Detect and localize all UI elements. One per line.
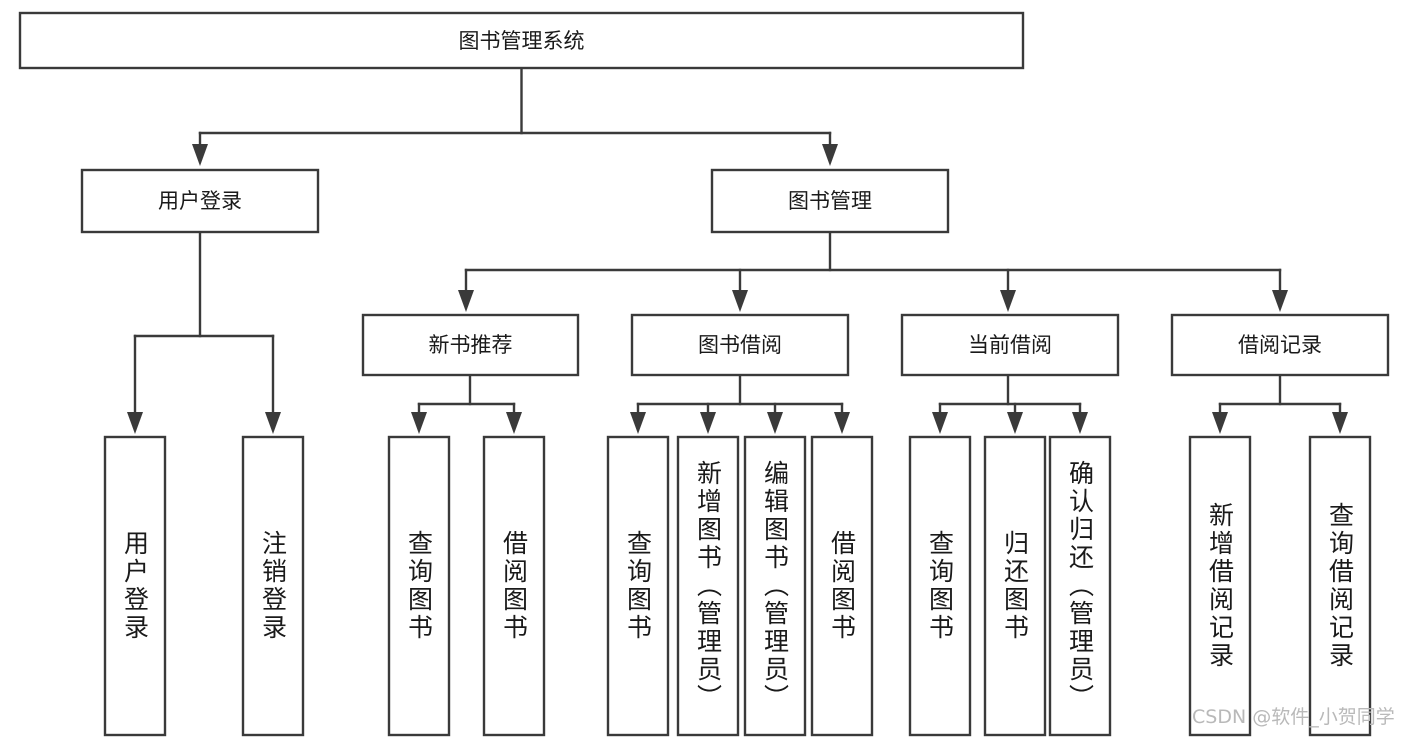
arrowhead-leaf-add-record <box>1212 412 1228 434</box>
node-user-login[interactable]: 用户登录 <box>80 168 320 234</box>
node-current-borrow-box[interactable] <box>900 313 1120 377</box>
watermark-text: CSDN @软件_小贺同学 <box>1192 706 1395 728</box>
node-book-borrow-label: 图书借阅 <box>698 333 782 357</box>
node-user-login-label: 用户登录 <box>158 189 242 213</box>
leaf-box-edit-book[interactable] <box>743 435 807 737</box>
node-borrow-record-box[interactable] <box>1170 313 1390 377</box>
arrowhead-leaf-query-record <box>1332 412 1348 434</box>
arrowhead-user-login <box>192 144 208 166</box>
node-borrow-record-label: 借阅记录 <box>1238 333 1322 357</box>
arrowhead-borrow-record <box>1272 290 1288 312</box>
node-user-login-box[interactable] <box>80 168 320 234</box>
arrowhead-leaf-return-book <box>1007 412 1023 434</box>
node-root-label: 图书管理系统 <box>459 29 585 53</box>
connector-group-root <box>192 66 838 166</box>
connector-group-current-borrow <box>932 373 1088 434</box>
arrowhead-leaf-add-book <box>700 412 716 434</box>
node-book-borrow-box[interactable] <box>630 313 850 377</box>
arrowhead-leaf-query-book-2 <box>630 412 646 434</box>
node-new-book-recommend-label: 新书推荐 <box>429 333 513 357</box>
arrowhead-leaf-query-book-3 <box>932 412 948 434</box>
node-book-borrow[interactable]: 图书借阅 <box>630 313 850 377</box>
connector-group-borrow-record <box>1212 373 1348 434</box>
arrowhead-leaf-user-login <box>127 412 143 434</box>
connector-group-book-borrow <box>630 373 850 434</box>
leaf-box-return-book[interactable] <box>983 435 1047 737</box>
connector-group-book-manage <box>458 230 1288 312</box>
leaf-box-add-record[interactable] <box>1188 435 1252 737</box>
arrowhead-book-borrow <box>732 290 748 312</box>
arrowhead-new-book-recommend <box>458 290 474 312</box>
leaf-box-user-logout[interactable] <box>241 435 305 737</box>
arrowhead-current-borrow <box>1000 290 1016 312</box>
arrowhead-book-manage <box>822 144 838 166</box>
leaf-box-query-book-3[interactable] <box>908 435 972 737</box>
node-new-book-recommend[interactable]: 新书推荐 <box>361 313 580 377</box>
leaf-box-query-record[interactable] <box>1308 435 1372 737</box>
leaf-box-query-book-1[interactable] <box>387 435 451 737</box>
leaf-boxes-group <box>103 435 1372 737</box>
node-book-manage[interactable]: 图书管理 <box>710 168 950 234</box>
arrowhead-leaf-borrow-book-2 <box>834 412 850 434</box>
leaf-box-borrow-book-2[interactable] <box>810 435 874 737</box>
node-current-borrow[interactable]: 当前借阅 <box>900 313 1120 377</box>
node-borrow-record[interactable]: 借阅记录 <box>1170 313 1390 377</box>
connector-group-user-login <box>127 230 281 434</box>
leaf-box-confirm-return[interactable] <box>1048 435 1112 737</box>
arrowhead-leaf-query-book-1 <box>411 412 427 434</box>
node-root-box[interactable] <box>18 11 1025 70</box>
arrowhead-leaf-borrow-book-1 <box>506 412 522 434</box>
leaf-box-query-book-2[interactable] <box>606 435 670 737</box>
arrowhead-leaf-user-logout <box>265 412 281 434</box>
connector-group-new-book-recommend <box>411 373 522 434</box>
node-root[interactable]: 图书管理系统 <box>18 11 1025 70</box>
node-current-borrow-label: 当前借阅 <box>968 333 1052 357</box>
node-book-manage-label: 图书管理 <box>788 189 872 213</box>
arrowhead-leaf-edit-book <box>767 412 783 434</box>
leaf-box-add-book[interactable] <box>676 435 740 737</box>
arrowhead-leaf-confirm-return <box>1072 412 1088 434</box>
node-book-manage-box[interactable] <box>710 168 950 234</box>
node-new-book-recommend-box[interactable] <box>361 313 580 377</box>
leaf-box-user-login[interactable] <box>103 435 167 737</box>
leaf-box-borrow-book-1[interactable] <box>482 435 546 737</box>
